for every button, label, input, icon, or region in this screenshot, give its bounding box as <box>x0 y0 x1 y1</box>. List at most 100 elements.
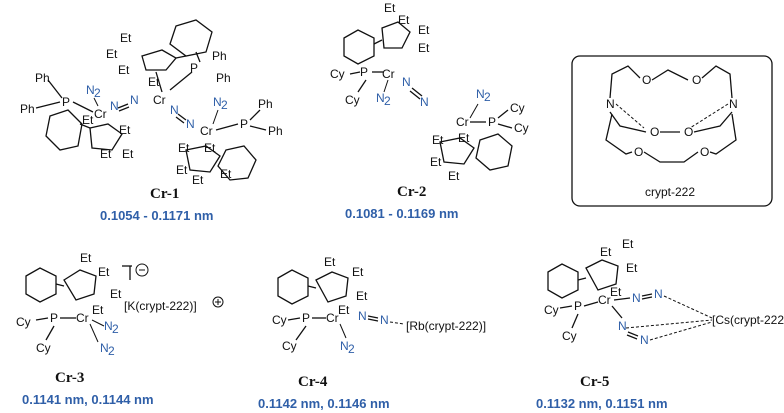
compound-label-cr1: Cr-1 <box>150 186 179 202</box>
o-label: O <box>642 73 651 87</box>
et-label: Et <box>352 265 364 279</box>
crypt-222-box: N N O O O O O O crypt-222 <box>571 55 773 207</box>
crypt-222-label: crypt-222 <box>645 185 695 199</box>
p-label: P <box>488 115 496 129</box>
svg-text:N: N <box>110 99 119 113</box>
p-label: P <box>360 65 368 79</box>
cy-label: Cy <box>272 313 287 327</box>
cr-label: Cr <box>94 107 107 121</box>
ph-label: Ph <box>35 71 50 85</box>
et-label: Et <box>418 41 430 55</box>
et-label: Et <box>448 169 460 183</box>
cy-label: Cy <box>36 341 51 355</box>
structure-cr2: Et Et Et Et Cy Cy P Cr N 2 N N Cr N 2 P … <box>330 1 529 183</box>
et-label: Et <box>119 123 131 137</box>
svg-text:N: N <box>618 319 627 333</box>
n2-subscript: 2 <box>108 344 115 358</box>
et-label: Et <box>192 173 204 187</box>
cation-k: [K(crypt-222)] <box>124 299 197 313</box>
p-label: P <box>302 311 310 325</box>
distance-cr1: 0.1054 - 0.1171 nm <box>100 208 213 223</box>
et-label: Et <box>626 261 638 275</box>
cation-cs: [Cs(crypt-222)] <box>712 313 784 327</box>
n-label: N <box>729 97 738 111</box>
cy-label: Cy <box>510 101 525 115</box>
et-label: Et <box>80 251 92 265</box>
p-label: P <box>190 61 198 75</box>
cy-label: Cy <box>282 339 297 353</box>
o-label: O <box>634 145 643 159</box>
ph-label: Ph <box>20 102 35 116</box>
svg-text:N: N <box>420 95 429 109</box>
et-label: Et <box>178 141 190 155</box>
n2-subscript: 2 <box>384 94 391 108</box>
n2-subscript: 2 <box>94 86 101 100</box>
o-label: O <box>650 125 659 139</box>
structure-cr1: Et Et Et Et P Ph Ph Cr Ph Ph P Cr N 2 Et… <box>20 19 283 187</box>
et-label: Et <box>418 23 430 37</box>
et-label: Et <box>118 63 130 77</box>
svg-text:N: N <box>130 93 139 107</box>
n2-label: N <box>213 95 222 109</box>
distance-cr3: 0.1141 nm, 0.1144 nm <box>22 392 154 407</box>
cy-label: Cy <box>544 303 559 317</box>
et-label: Et <box>430 155 442 169</box>
p-label: P <box>574 299 582 313</box>
svg-text:N: N <box>640 333 649 347</box>
et-label: Et <box>600 245 612 259</box>
o-label: O <box>692 73 701 87</box>
et-label: Et <box>148 75 160 89</box>
cr-label: Cr <box>326 311 339 325</box>
et-label: Et <box>398 13 410 27</box>
n2-subscript: 2 <box>221 98 228 112</box>
cr-label: Cr <box>456 115 469 129</box>
ph-label: Ph <box>268 124 283 138</box>
n2-label: N <box>476 87 485 101</box>
et-label: Et <box>356 289 368 303</box>
cr-label: Cr <box>382 67 395 81</box>
et-label: Et <box>220 167 232 181</box>
cy-label: Cy <box>562 329 577 343</box>
structure-cr5: Et Et Et Et Cy Cy P Cr N N N N [Cs(crypt… <box>544 237 784 347</box>
ph-label: Ph <box>258 97 273 111</box>
et-label: Et <box>432 133 444 147</box>
cr-label: Cr <box>598 293 611 307</box>
et-label: Et <box>176 163 188 177</box>
n2-subscript: 2 <box>348 342 355 356</box>
ph-label: Ph <box>212 49 227 63</box>
cy-label: Cy <box>330 67 345 81</box>
p-label: P <box>240 117 248 131</box>
o-label: O <box>700 145 709 159</box>
et-label: Et <box>92 303 104 317</box>
et-label: Et <box>122 147 134 161</box>
cy-label: Cy <box>345 93 360 107</box>
svg-text:N: N <box>358 309 367 323</box>
compound-label-cr5: Cr-5 <box>580 374 609 390</box>
distance-cr5: 0.1132 nm, 0.1151 nm <box>536 396 668 411</box>
et-label: Et <box>204 141 216 155</box>
et-label: Et <box>324 255 336 269</box>
svg-text:N: N <box>632 291 641 305</box>
n2-subscript: 2 <box>484 90 491 104</box>
cy-label: Cy <box>16 315 31 329</box>
svg-text:N: N <box>402 75 411 89</box>
compound-label-cr2: Cr-2 <box>397 184 426 200</box>
structure-cr3: Et Et Et Et Cy Cy P Cr N 2 N 2 [K(crypt-… <box>16 251 224 358</box>
et-label: Et <box>458 131 470 145</box>
n2-label: N <box>340 339 349 353</box>
n2-label: N <box>104 319 113 333</box>
compound-label-cr4: Cr-4 <box>298 374 328 390</box>
et-label: Et <box>338 303 350 317</box>
svg-text:N: N <box>170 103 179 117</box>
n2-label: N <box>100 341 109 355</box>
svg-text:N: N <box>380 313 389 327</box>
distance-cr2: 0.1081 - 0.1169 nm <box>345 206 458 221</box>
compound-label-cr3: Cr-3 <box>55 370 84 386</box>
et-label: Et <box>622 237 634 251</box>
distance-cr4: 0.1142 nm, 0.1146 nm <box>258 396 390 411</box>
cy-label: Cy <box>514 121 529 135</box>
cr-label: Cr <box>76 311 89 325</box>
et-label: Et <box>82 113 94 127</box>
n2-subscript: 2 <box>112 322 119 336</box>
